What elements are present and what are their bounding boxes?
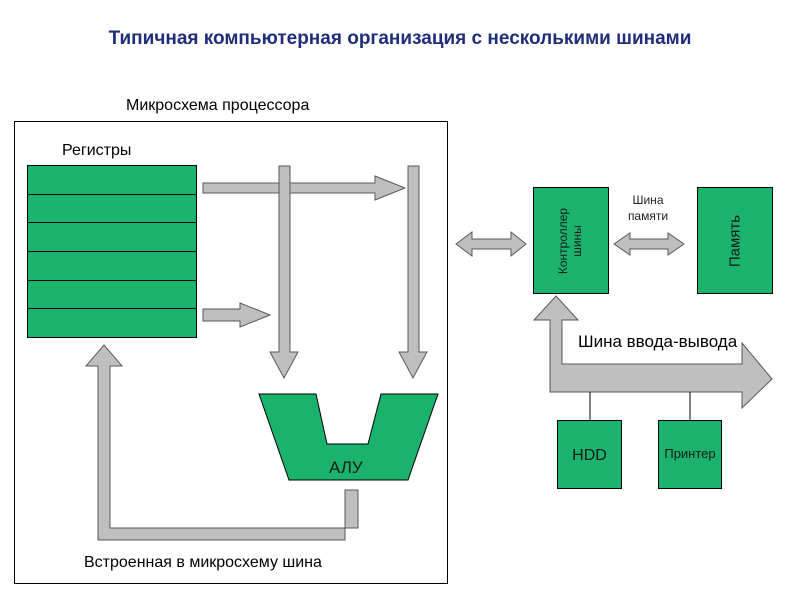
io-bus-arrow <box>532 295 773 410</box>
processor-chip-box <box>14 121 448 584</box>
alu-shape <box>258 393 439 481</box>
register-to-bus-arrow <box>202 175 407 201</box>
io-bus-label: Шина ввода-вывода <box>578 332 738 351</box>
bus-controller-box: Контроллер шины <box>533 187 609 294</box>
diagram-title: Типичная компьютерная организация с неск… <box>108 28 692 49</box>
alu-input-arrow-left <box>269 165 299 380</box>
processor-chip-label: Микросхема процессора <box>126 97 310 114</box>
internal-bus-label: Встроенная в микросхему шина <box>84 554 322 571</box>
hdd-box: HDD <box>557 420 622 489</box>
printer-box: Принтер <box>658 420 722 489</box>
memory-label: Память <box>726 214 744 267</box>
printer-label: Принтер <box>664 446 716 461</box>
registers-label: Регистры <box>62 142 132 159</box>
hdd-label: HDD <box>572 447 607 464</box>
cpu-controller-arrow <box>455 230 527 258</box>
memory-bus-label: Шина памяти <box>627 193 669 223</box>
alu-label: АЛУ <box>329 458 363 477</box>
alu-input-arrow-right <box>398 165 428 380</box>
register-stack <box>27 165 197 339</box>
bus-controller-label: Контроллер шины <box>556 207 584 274</box>
internal-bus-arrow <box>84 344 359 541</box>
memory-bus-arrow <box>613 232 685 256</box>
register-row <box>27 222 197 253</box>
register-row <box>27 308 197 339</box>
register-row <box>27 279 197 310</box>
register-to-alu-arrow <box>202 302 272 328</box>
register-row <box>27 193 197 224</box>
memory-box: Память <box>697 187 773 294</box>
